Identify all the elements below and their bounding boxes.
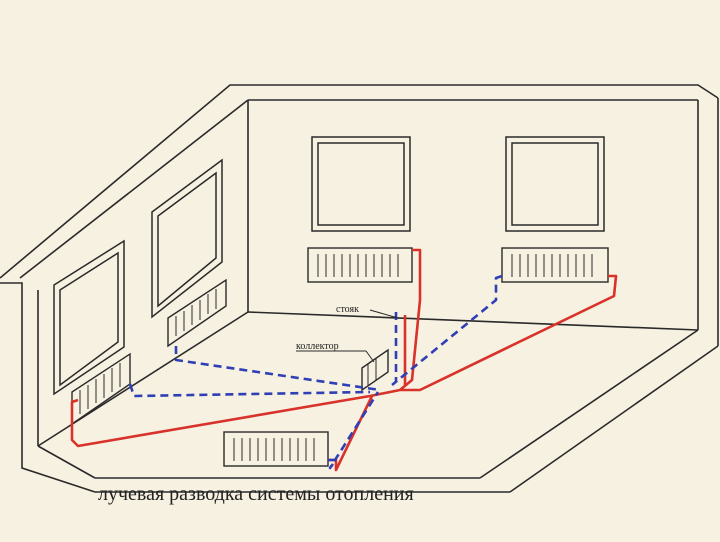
room-outline [0,84,719,493]
return-to-left-far [174,346,381,392]
radiator-back-left [307,247,413,283]
radiators [71,247,609,467]
supply-to-left-near [70,394,371,448]
riser-label: стояк [336,304,359,315]
return-to-front [328,391,380,470]
return-to-left-near [128,383,371,398]
room-top-edge [0,84,719,279]
right-wall-outer [509,345,719,493]
radiator-left-near [71,352,131,426]
return-pipes [128,274,503,470]
collector-label: коллектор [296,341,339,352]
left-wall-frame [0,282,96,493]
collector [361,348,389,392]
diagram-caption: лучевая разводка системы отопления [98,483,414,505]
labels: стояк коллектор [296,304,399,363]
supply-to-back-left [399,248,422,391]
left-wall-floor-edge [37,311,249,447]
windows [53,136,605,396]
radiator-left-far [167,278,227,348]
radiator-front [223,431,329,467]
radiator-back-right [501,247,609,283]
window-back-left [311,136,411,232]
window-back-right [505,136,605,232]
return-to-back-right [391,274,503,387]
supply-to-back-right [400,274,618,392]
left-wall-top-edge [19,99,249,279]
left-wall-inner-bottom [37,445,96,479]
supply-pipes [70,248,618,472]
supply-collector [369,388,401,398]
right-floor-edge [479,329,699,479]
window-left-wall-near [53,239,125,396]
window-left-wall-far [151,158,223,319]
floor-back-edge [247,311,699,331]
